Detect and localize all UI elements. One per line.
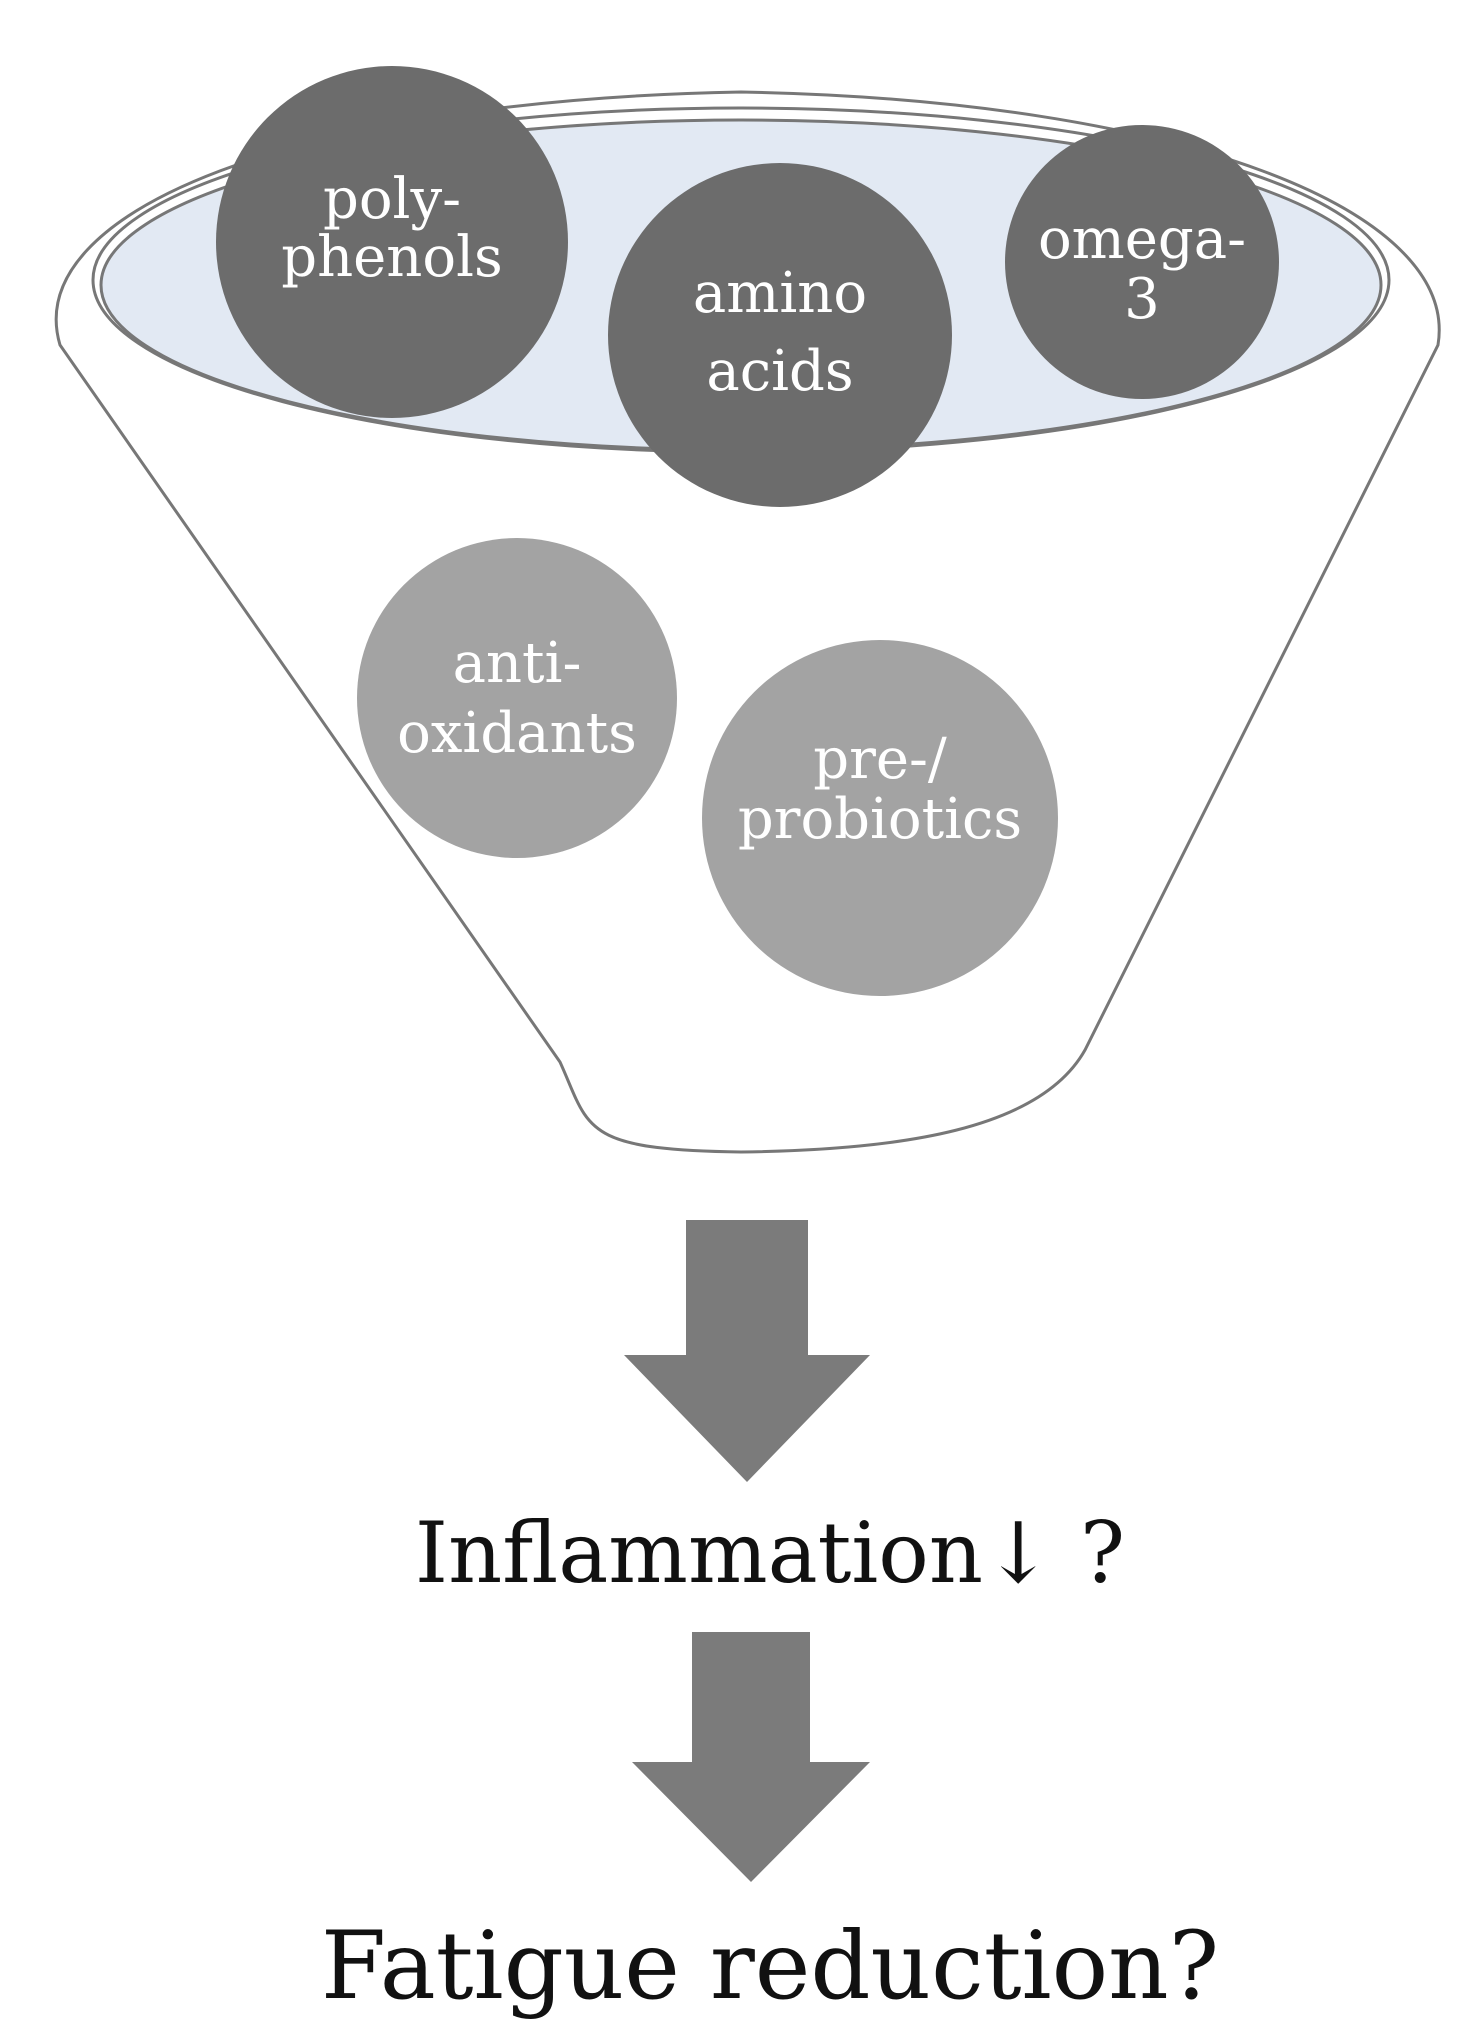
circle-prebiotics-line2: probiotics [738,787,1022,852]
circle-polyphenols: poly- phenols [216,66,568,418]
circle-antioxidants-line2: oxidants [397,701,637,766]
circle-omega-3: omega- 3 [1005,125,1279,399]
caption-fatigue-reduction: Fatigue reduction? [321,1912,1219,2021]
arrow-down-1 [624,1220,870,1482]
circle-polyphenols-line1: poly- [323,167,461,232]
circle-amino-acids-line1: amino [693,261,867,326]
circle-omega-3-line1: omega- [1038,207,1246,272]
arrow-down-2 [632,1632,870,1882]
circle-prebiotics: pre-/ probiotics [702,640,1058,996]
circle-amino-acids: amino acids [608,163,952,507]
circle-omega-3-line2: 3 [1124,267,1160,332]
circle-antioxidants: anti- oxidants [357,538,677,858]
caption-inflammation: Inflammation↓ ? [415,1504,1125,1602]
circle-polyphenols-line2: phenols [281,225,502,290]
circle-antioxidants-line1: anti- [453,631,582,696]
circle-amino-acids-line2: acids [706,339,853,404]
circle-prebiotics-line1: pre-/ [813,727,947,792]
